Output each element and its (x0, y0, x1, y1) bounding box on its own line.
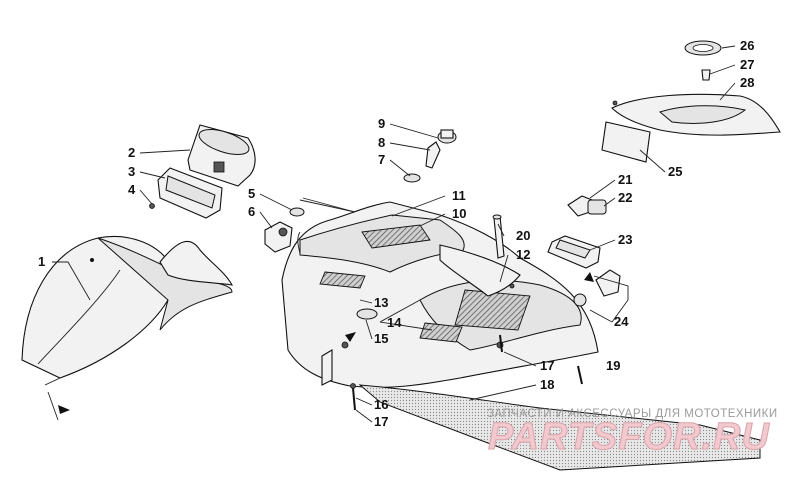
watermark: ЗАПЧАСТИ И АКСЕССУАРЫ ДЛЯ МОТОТЕХНИКИ PA… (487, 408, 778, 459)
callout-5: 5 (248, 186, 255, 201)
callout-8: 8 (378, 135, 385, 150)
callout-22: 22 (618, 190, 632, 205)
callout-18: 18 (540, 377, 554, 392)
callout-17a: 17 (374, 414, 388, 429)
callout-11: 11 (452, 188, 466, 203)
callout-17b: 17 (540, 358, 554, 373)
callout-20: 20 (516, 228, 530, 243)
callout-6: 6 (248, 204, 255, 219)
callout-1: 1 (38, 254, 45, 269)
callout-labels: 1 2 3 4 5 6 7 8 9 10 11 12 13 14 15 16 1… (38, 38, 754, 429)
callout-4: 4 (128, 182, 136, 197)
part-socket (264, 207, 305, 253)
part-knob (403, 129, 457, 183)
callout-24: 24 (614, 314, 629, 329)
callout-27: 27 (740, 57, 754, 72)
part-bracket (547, 195, 621, 307)
part-gauge (149, 124, 256, 219)
callout-14: 14 (387, 315, 402, 330)
callout-10: 10 (452, 206, 466, 221)
callout-23: 23 (618, 232, 632, 247)
watermark-caption: ЗАПЧАСТИ И АКСЕССУАРЫ ДЛЯ МОТОТЕХНИКИ (487, 408, 778, 420)
callout-19: 19 (606, 358, 620, 373)
part-tray (358, 384, 761, 471)
callout-9: 9 (378, 116, 385, 131)
callout-2: 2 (128, 145, 135, 160)
part-fasteners (345, 214, 583, 411)
callout-26: 26 (740, 38, 754, 53)
part-fender (21, 236, 233, 421)
callout-13: 13 (374, 295, 388, 310)
callout-15: 15 (374, 331, 388, 346)
callout-16: 16 (374, 397, 388, 412)
callout-12: 12 (516, 247, 530, 262)
callout-7: 7 (378, 152, 385, 167)
callout-3: 3 (128, 164, 135, 179)
watermark-brand: PARTSFOR.RU (488, 416, 770, 458)
part-console (281, 199, 599, 388)
part-top-cover (601, 40, 781, 163)
callout-28: 28 (740, 75, 754, 90)
leader-lines (52, 45, 736, 423)
callout-25: 25 (668, 164, 682, 179)
callout-21: 21 (618, 172, 632, 187)
